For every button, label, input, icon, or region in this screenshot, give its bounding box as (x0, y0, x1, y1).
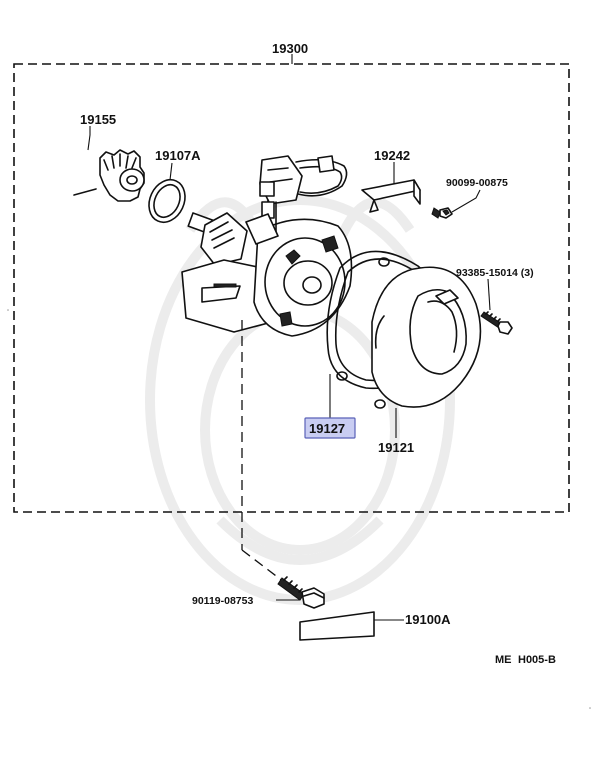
page-code-left: ME (495, 654, 512, 666)
label-plate-label: 19100A (405, 612, 451, 627)
o-ring-label: 19107A (155, 148, 201, 163)
gasket-label: 19127 (309, 421, 345, 436)
gear-part (73, 149, 145, 202)
bracket-bolt-label: 90099-00875 (446, 177, 508, 189)
cap-part (371, 266, 482, 409)
bracket-bolt-part (431, 207, 453, 219)
gear-label: 19155 (80, 112, 116, 127)
bracket-part (361, 179, 421, 213)
page-code-right: H005-B (518, 654, 556, 666)
cap-screw-part (480, 311, 513, 335)
o-ring-leader (169, 162, 173, 181)
cap-screw-label: 93385-15014 (3) (456, 267, 534, 279)
gasket-callout-highlight (304, 417, 356, 439)
assembly-frame (13, 54, 570, 513)
gear-leader (87, 126, 91, 151)
mount-bolt-label: 90119-08753 (192, 595, 253, 607)
bracket-bolt-leader (451, 189, 481, 213)
label-plate-part (299, 611, 375, 641)
scan-dot (589, 707, 591, 709)
bracket-label: 19242 (374, 148, 410, 163)
scan-dot (7, 309, 9, 311)
o-ring-part (148, 179, 186, 223)
cap-label: 19121 (378, 440, 414, 455)
mount-bolt-part (277, 576, 325, 609)
assembly-number-label: 19300 (272, 41, 308, 56)
cap-screw-leader (487, 278, 491, 311)
installation-guide-line-diagonal (241, 549, 289, 586)
distributor-housing (181, 155, 353, 337)
